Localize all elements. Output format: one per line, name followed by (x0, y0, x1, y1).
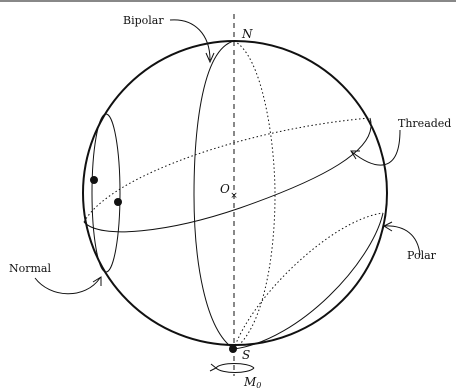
threaded-leader (350, 129, 401, 166)
label-south: S (242, 348, 250, 362)
label-moment-subscript: 0 (256, 381, 261, 389)
particle-dot-upper (90, 176, 98, 184)
polar-loop-back (233, 212, 384, 350)
label-bipolar: Bipolar (123, 14, 164, 27)
polar-loop-front (233, 212, 384, 350)
bipolar-leader (169, 19, 215, 64)
normal-loop (91, 113, 121, 273)
particle-dot-lower (114, 198, 122, 206)
bipolar-loop-front (193, 40, 235, 350)
polar-leader (382, 221, 421, 256)
label-threaded: Threaded (398, 117, 451, 130)
rotation-arrow (209, 363, 255, 373)
label-origin: O (220, 182, 230, 196)
threaded-loop-front (83, 117, 372, 233)
origin-marker: × (230, 191, 238, 201)
label-moment: M0 (243, 375, 261, 389)
bipolar-loop-back (233, 40, 276, 350)
label-north: N (241, 27, 253, 41)
label-polar: Polar (407, 249, 437, 262)
label-normal: Normal (9, 262, 51, 275)
normal-leader (34, 276, 102, 295)
label-moment-symbol: M (243, 375, 257, 389)
south-pole-dot (229, 345, 237, 353)
threaded-loop-back (83, 117, 371, 223)
